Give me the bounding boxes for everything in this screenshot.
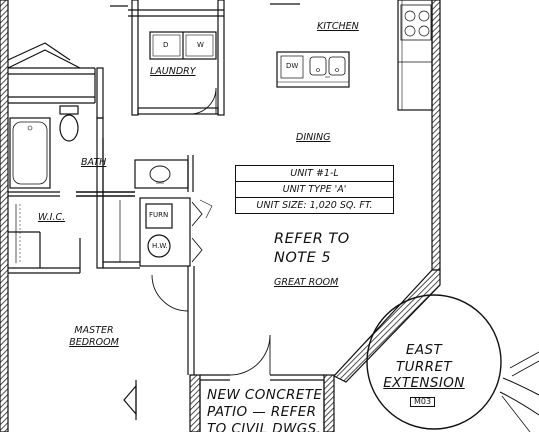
left-exterior-wall bbox=[0, 0, 9, 432]
turret-line3: EXTENSION bbox=[383, 375, 465, 391]
roof-line-inner bbox=[7, 49, 81, 69]
turret-circle bbox=[366, 294, 502, 430]
vanity bbox=[134, 159, 189, 189]
wic-label: W.I.C. bbox=[38, 212, 66, 223]
master-label-line2: BEDROOM bbox=[69, 336, 119, 348]
unit-info-table: UNIT #1-L UNIT TYPE 'A' UNIT SIZE: 1,020… bbox=[235, 165, 394, 214]
range bbox=[400, 4, 432, 41]
water-heater-label: H.W. bbox=[152, 242, 168, 250]
unit-number: UNIT #1-L bbox=[236, 166, 393, 182]
kitchen-counter bbox=[397, 0, 433, 111]
bath-label: BATH bbox=[81, 157, 107, 168]
laundry-label: LAUNDRY bbox=[150, 66, 196, 77]
patio-wall-right bbox=[323, 374, 335, 432]
unit-size: UNIT SIZE: 1,020 SQ. FT. bbox=[256, 200, 373, 211]
toilet bbox=[59, 105, 79, 115]
dining-label: DINING bbox=[296, 132, 331, 143]
great-room-label: GREAT ROOM bbox=[274, 277, 339, 288]
master-label-line1: MASTER bbox=[74, 325, 114, 336]
sink-right bbox=[328, 56, 346, 76]
patio-wall-left bbox=[189, 374, 201, 432]
kitchen-label: KITCHEN bbox=[317, 21, 359, 32]
dryer-label: D bbox=[163, 41, 169, 49]
kitchen-island bbox=[276, 51, 350, 88]
roof-line bbox=[7, 42, 71, 61]
refer-note-line2: NOTE 5 bbox=[274, 250, 332, 266]
washer-label: W bbox=[197, 41, 204, 49]
turret-line2: TURRET bbox=[395, 358, 453, 375]
patio-note-line1: NEW CONCRETE bbox=[207, 387, 323, 403]
turret-ref-tag: M03 bbox=[410, 397, 436, 407]
sink-left bbox=[309, 56, 327, 76]
unit-type: UNIT TYPE 'A' bbox=[236, 182, 393, 198]
bathtub bbox=[9, 117, 51, 189]
furnace bbox=[145, 203, 173, 229]
right-exterior-wall bbox=[431, 0, 441, 271]
dishwasher-label: DW bbox=[286, 62, 299, 70]
patio-note-line3: TO CIVIL DWGS. bbox=[207, 421, 322, 432]
refer-note-line1: REFER TO bbox=[274, 231, 350, 247]
master-bedroom-label: MASTER BEDROOM bbox=[64, 326, 124, 347]
turret-label: EAST TURRET EXTENSION bbox=[374, 342, 474, 391]
window-marker bbox=[123, 384, 137, 416]
turret-line1: EAST bbox=[405, 342, 443, 358]
water-heater bbox=[147, 234, 171, 258]
patio-note-line2: PATIO — REFER bbox=[207, 404, 317, 420]
furnace-label: FURN bbox=[149, 211, 169, 219]
